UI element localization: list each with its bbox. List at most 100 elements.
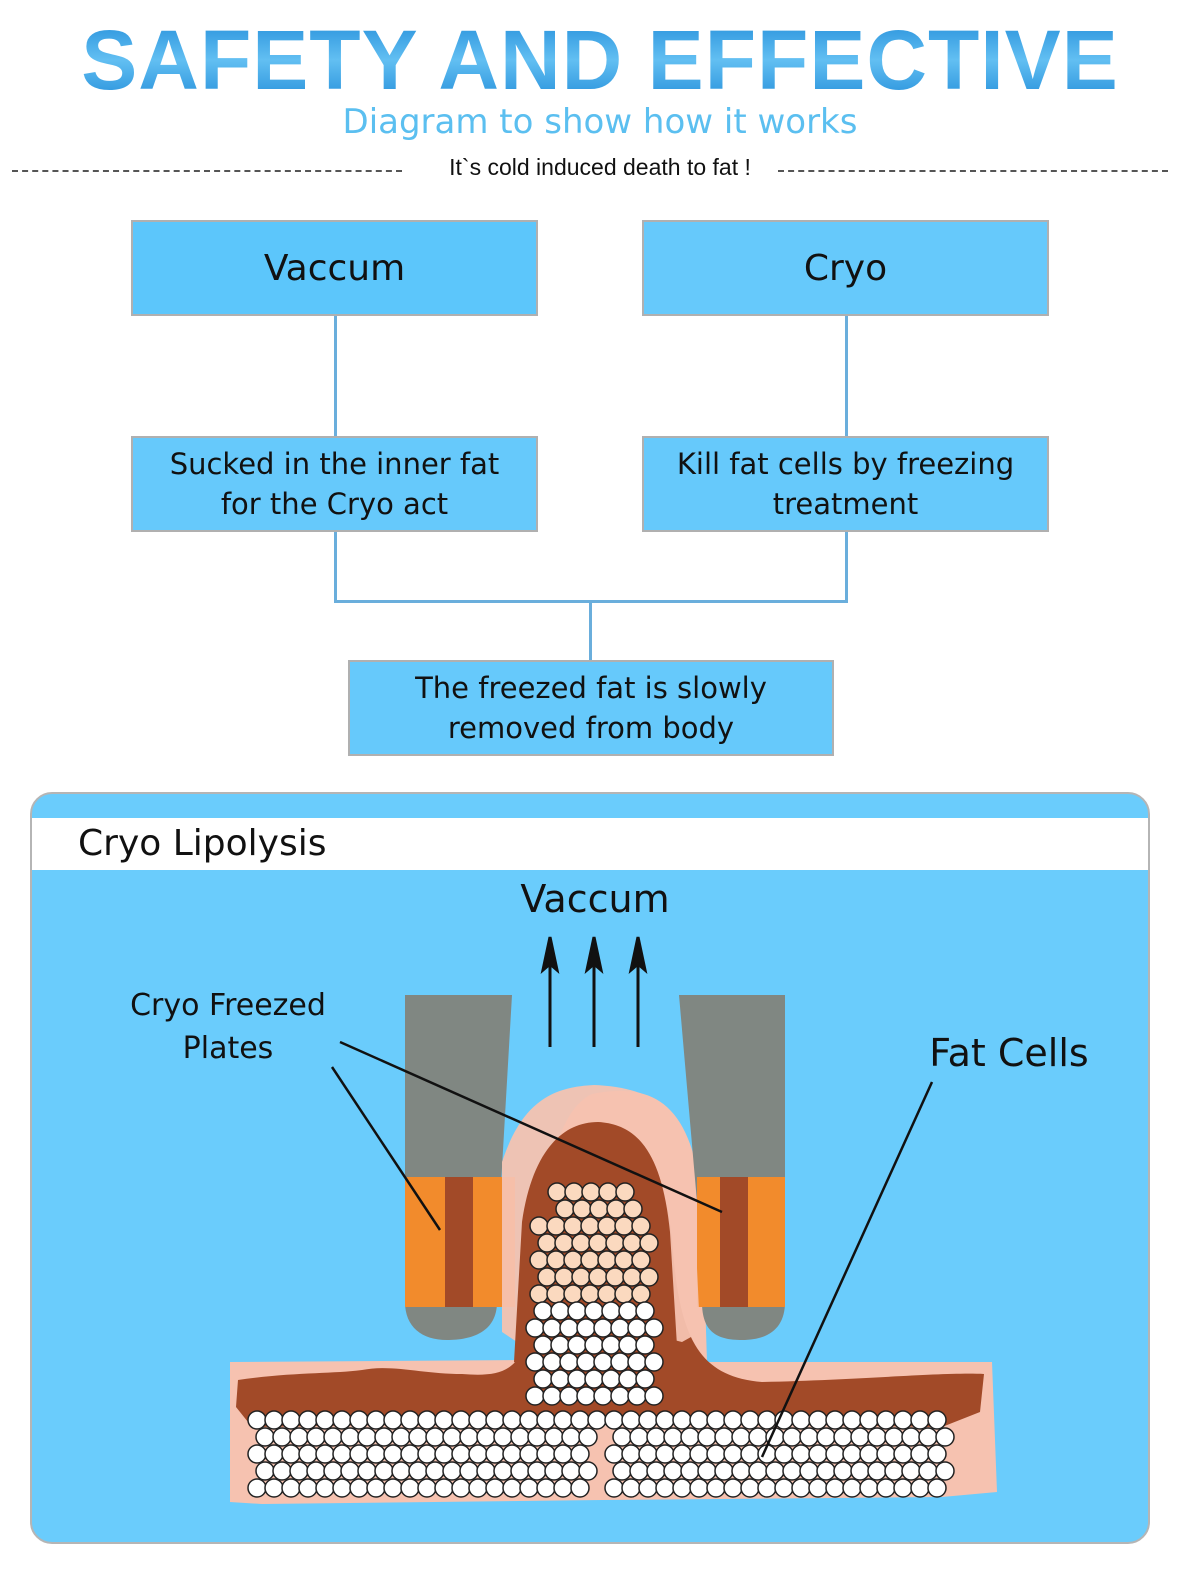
fat-cell [893, 1444, 913, 1464]
fat-cell [546, 1250, 566, 1270]
fat-cell [553, 1444, 573, 1464]
fat-cell [663, 1427, 683, 1447]
tagline: It`s cold induced death to fat ! [449, 154, 751, 180]
fat-cell [638, 1444, 658, 1464]
fat-cell [706, 1444, 726, 1464]
fat-cell [570, 1410, 590, 1430]
fat-cell [825, 1410, 845, 1430]
fat-cell [614, 1216, 634, 1236]
box-cryo-label: Cryo [803, 247, 888, 289]
fat-cell [593, 1352, 613, 1372]
fat-cell [714, 1427, 734, 1447]
fat-cell [631, 1216, 651, 1236]
fat-cell [644, 1352, 664, 1372]
fat-cell [502, 1410, 522, 1430]
fat-cell [774, 1444, 794, 1464]
fat-cell [289, 1427, 309, 1447]
fat-cell [306, 1427, 326, 1447]
cryo-illustration: Vaccum Cryo Freezed Plates Fat Cells [130, 877, 1089, 1504]
fat-cell [563, 1250, 583, 1270]
fat-cell [357, 1461, 377, 1481]
plates-label-line1: Cryo Freezed [130, 988, 326, 1023]
fat-cell [610, 1352, 630, 1372]
fat-cell [740, 1478, 760, 1498]
fat-cell [550, 1301, 570, 1321]
fat-cell [612, 1427, 632, 1447]
fat-cell [264, 1478, 284, 1498]
fat-cell [417, 1478, 437, 1498]
fat-cell [842, 1410, 862, 1430]
fat-cell [247, 1444, 267, 1464]
fat-cell [646, 1461, 666, 1481]
fat-cell [639, 1233, 659, 1253]
fat-cell [876, 1444, 896, 1464]
fat-cell [306, 1461, 326, 1481]
fat-cell [536, 1410, 556, 1430]
fat-cell [281, 1444, 301, 1464]
fat-cell [867, 1427, 887, 1447]
fat-cell [621, 1444, 641, 1464]
fat-cell [442, 1461, 462, 1481]
fat-cell [791, 1478, 811, 1498]
fat-cell [593, 1386, 613, 1406]
fat-cell [842, 1444, 862, 1464]
fat-cell [706, 1478, 726, 1498]
fat-cell [893, 1410, 913, 1430]
box-kill-fat-line2: treatment [772, 487, 919, 521]
fat-cell [910, 1444, 930, 1464]
fat-cell [799, 1461, 819, 1481]
fat-cell [689, 1444, 709, 1464]
fat-cell [731, 1427, 751, 1447]
fat-cell [434, 1478, 454, 1498]
fat-cell [782, 1427, 802, 1447]
fat-cell [527, 1427, 547, 1447]
fat-cell [323, 1427, 343, 1447]
connector-center [589, 600, 592, 662]
fat-cell [340, 1461, 360, 1481]
fat-cell [485, 1478, 505, 1498]
fat-cell [255, 1461, 275, 1481]
fat-cells-pointer [760, 1081, 934, 1458]
fat-cell [580, 1250, 600, 1270]
fat-cell [578, 1427, 598, 1447]
fat-cell [638, 1478, 658, 1498]
fat-cell [910, 1478, 930, 1498]
fat-cell [315, 1478, 335, 1498]
fat-cell [459, 1461, 479, 1481]
fat-cell [425, 1427, 445, 1447]
fat-cell [542, 1318, 562, 1338]
fat-cell [629, 1461, 649, 1481]
fat-cell [627, 1352, 647, 1372]
fat-cell [332, 1410, 352, 1430]
fat-cell [561, 1427, 581, 1447]
cryo-plate-right [679, 995, 785, 1340]
box-vaccum-label: Vaccum [263, 247, 406, 289]
fat-cell [601, 1335, 621, 1355]
fat-cell [547, 1182, 567, 1202]
fat-cell [519, 1478, 539, 1498]
fat-cell [601, 1301, 621, 1321]
fat-cell [332, 1478, 352, 1498]
fat-cell [400, 1444, 420, 1464]
fat-cell [561, 1461, 581, 1481]
fat-cell [584, 1369, 604, 1389]
fat-cell [587, 1410, 607, 1430]
fat-cell [876, 1478, 896, 1498]
fat-cell [604, 1444, 624, 1464]
fat-cell [680, 1461, 700, 1481]
fat-cell [740, 1444, 760, 1464]
fat-cell [757, 1478, 777, 1498]
vacuum-label: Vaccum [520, 877, 669, 921]
fat-cell [349, 1478, 369, 1498]
fat-cell [612, 1461, 632, 1481]
fat-cell [808, 1410, 828, 1430]
fat-cells-label: Fat Cells [929, 1031, 1088, 1075]
fat-cell [559, 1318, 579, 1338]
fat-cell [588, 1267, 608, 1287]
fat-cell [576, 1352, 596, 1372]
fat-cell [578, 1461, 598, 1481]
fat-cell [570, 1444, 590, 1464]
fat-cell [850, 1427, 870, 1447]
fat-cell [910, 1410, 930, 1430]
fat-cell [584, 1335, 604, 1355]
